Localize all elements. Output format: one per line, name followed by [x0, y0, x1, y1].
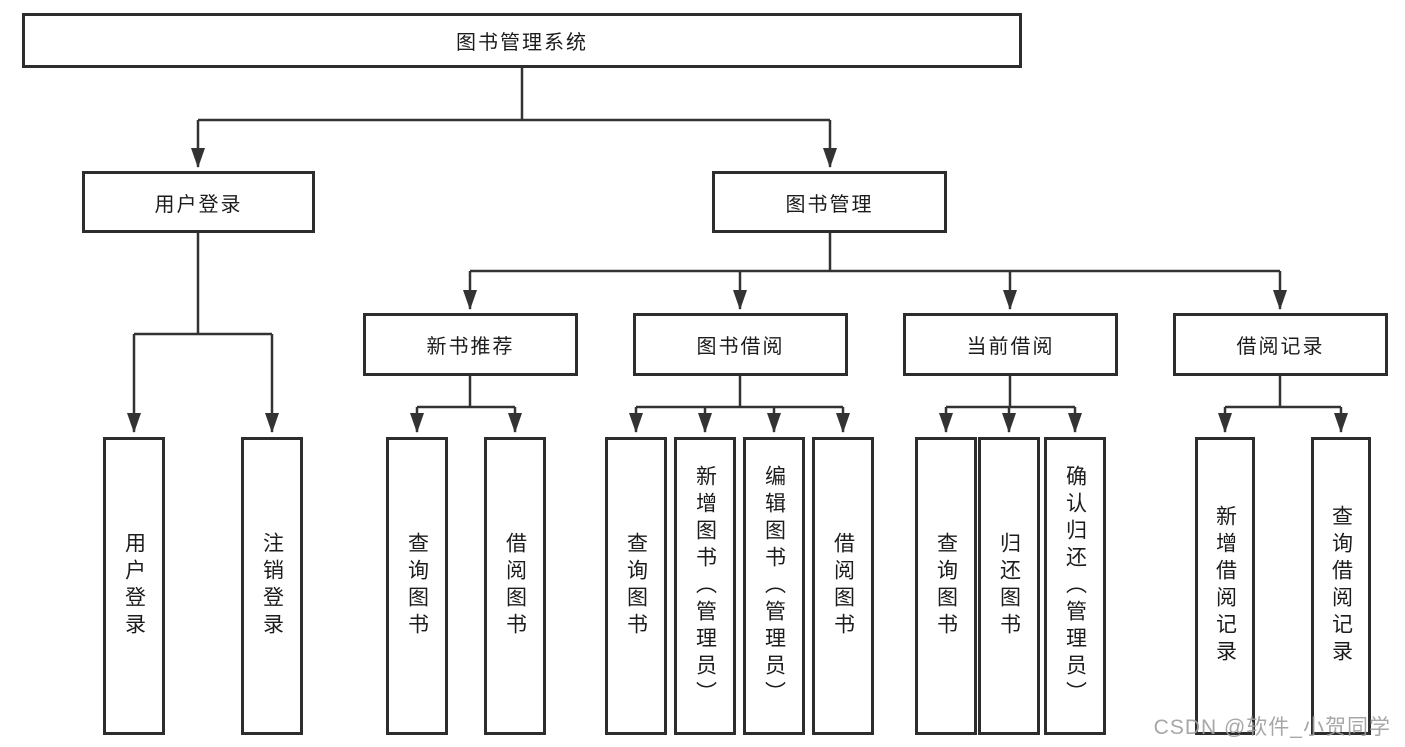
leaf-label: 查询图书 [405, 532, 429, 640]
leaf-label: 借阅图书 [503, 532, 527, 640]
node-root-system: 图书管理系统 [22, 13, 1022, 68]
leaf-add-borrow-record: 新增借阅记录 [1195, 437, 1255, 735]
node-new-book-recommend: 新书推荐 [363, 313, 578, 376]
leaf-logout: 注销登录 [241, 437, 303, 735]
csdn-watermark: CSDN @软件_小贺同学 [1153, 716, 1391, 739]
leaf-label: 查询图书 [624, 532, 648, 640]
leaf-label: 用户登录 [122, 532, 146, 640]
node-current-borrow: 当前借阅 [903, 313, 1118, 376]
leaf-label: 借阅图书 [831, 532, 855, 640]
leaf-label: 新增借阅记录 [1213, 505, 1237, 667]
leaf-query-books: 查询图书 [605, 437, 667, 735]
leaf-edit-books-admin: 编辑图书（管理员） [743, 437, 805, 735]
node-book-management: 图书管理 [712, 171, 947, 233]
leaf-add-books-admin: 新增图书（管理员） [674, 437, 736, 735]
leaf-borrow-books: 借阅图书 [812, 437, 874, 735]
leaf-label: 查询图书 [934, 532, 958, 640]
leaf-label: 新增图书（管理员） [693, 464, 717, 708]
leaf-label: 编辑图书（管理员） [762, 464, 786, 708]
leaf-query-books: 查询图书 [915, 437, 977, 735]
leaf-confirm-return-admin: 确认归还（管理员） [1044, 437, 1106, 735]
leaf-label: 归还图书 [997, 532, 1021, 640]
leaf-user-login: 用户登录 [103, 437, 165, 735]
leaf-return-books: 归还图书 [978, 437, 1040, 735]
leaf-label: 确认归还（管理员） [1063, 464, 1087, 708]
leaf-label: 查询借阅记录 [1329, 505, 1353, 667]
leaf-borrow-books: 借阅图书 [484, 437, 546, 735]
node-borrow-records: 借阅记录 [1173, 313, 1388, 376]
node-user-login: 用户登录 [82, 171, 315, 233]
leaf-query-books: 查询图书 [386, 437, 448, 735]
node-book-borrow: 图书借阅 [633, 313, 848, 376]
leaf-label: 注销登录 [260, 532, 284, 640]
leaf-query-borrow-record: 查询借阅记录 [1311, 437, 1371, 735]
